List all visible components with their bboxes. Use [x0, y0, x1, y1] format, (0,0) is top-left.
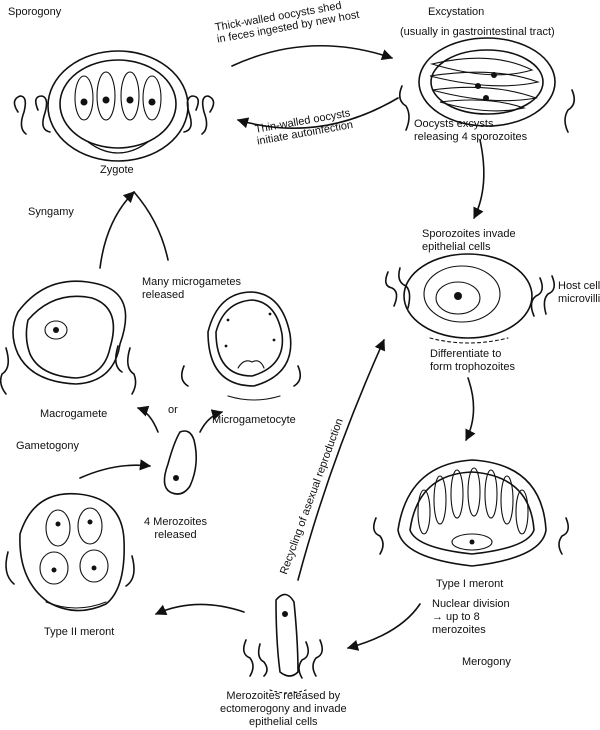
arrow-to-microgametocyte — [199, 409, 224, 433]
nuclear-division-label: Nuclear division → up to 8 merozoites — [432, 598, 510, 637]
merozoites-released-line3: epithelial cells — [249, 716, 318, 728]
excyst-line2: releasing 4 sporozoites — [414, 131, 528, 143]
arrow-type-i-to-merozoites — [346, 603, 421, 651]
stage-merogony: Merogony — [462, 656, 511, 668]
arrow-trophozoite-to-type-i — [465, 377, 476, 442]
host-cell-label: Host cell microvilli — [558, 280, 600, 306]
nuclear-division-line2: → up to 8 — [432, 611, 480, 623]
merozoites-released-line2: ectomerogony and invade — [220, 703, 347, 715]
type-ii-meront-illustration — [5, 492, 135, 612]
arrow-recycling — [297, 338, 385, 581]
microgametocyte-illustration — [180, 291, 302, 401]
or-label: or — [168, 404, 178, 416]
arrow-syngamy-to-zygote — [99, 191, 135, 269]
microgametes-label: Many microgametes released — [142, 276, 241, 302]
merozoite-illustration — [163, 430, 198, 495]
nuclear-division-line1: Nuclear division — [432, 598, 510, 610]
arrow-thin-walled-autoinfection — [236, 97, 399, 130]
sporozoites-invade-label: Sporozoites invade epithelial cells — [422, 228, 516, 254]
stage-sporogony: Sporogony — [8, 6, 62, 18]
differentiate-line2: form trophozoites — [430, 361, 515, 373]
excysting-oocyst-illustration — [398, 37, 576, 133]
type-i-meront-label: Type I meront — [436, 578, 504, 590]
arrow-excystation-to-sporozoite — [473, 139, 485, 220]
host-cell-line1: Host cell — [558, 280, 600, 292]
sporozoites-invade-line2: epithelial cells — [422, 241, 491, 253]
arrow-merozoites-to-type-ii — [154, 603, 245, 615]
arrow-gametogony-to-merozoite — [79, 459, 152, 479]
excyst-label: Oocysts excysts releasing 4 sporozoites — [414, 118, 527, 144]
nuclear-division-line3: merozoites — [432, 624, 486, 636]
excystation-note: (usually in gastrointestinal tract) — [400, 26, 555, 38]
arrow-syngamy-right-branch — [133, 191, 169, 261]
microgametocyte-label: Microgametocyte — [212, 414, 296, 426]
stage-gametogony: Gametogony — [16, 440, 79, 452]
sporozoites-invade-line1: Sporozoites invade — [422, 228, 516, 240]
merozoites4-label: 4 Merozoites released — [144, 516, 207, 542]
merozoites-released-label: Merozoites released by ectomerogony and … — [220, 690, 347, 729]
differentiate-label: Differentiate to form trophozoites — [430, 348, 515, 374]
macrogamete-label: Macrogamete — [40, 408, 108, 420]
macrogamete-illustration — [0, 280, 137, 395]
excyst-line1: Oocysts excysts — [414, 118, 494, 130]
microgametes-line1: Many microgametes — [142, 276, 242, 288]
merozoites4-line2: released — [154, 529, 197, 541]
differentiate-line1: Differentiate to — [430, 348, 502, 360]
arrow-thick-walled-to-excystation — [231, 44, 394, 67]
merozoites-released-line1: Merozoites released by — [226, 690, 341, 702]
type-ii-meront-label: Type II meront — [44, 626, 115, 638]
zygote-oocyst-illustration — [13, 50, 215, 162]
merozoite-invading-illustration — [242, 593, 324, 694]
sporozoite-in-host-cell-illustration — [384, 253, 556, 344]
arrow-to-macrogamete — [136, 405, 159, 433]
type-i-meront-illustration — [372, 459, 570, 567]
host-cell-line2: microvilli — [558, 293, 600, 305]
microgametes-line2: released — [142, 289, 185, 301]
zygote-label: Zygote — [100, 164, 134, 176]
stage-excystation: Excystation — [428, 6, 485, 18]
merozoites4-line1: 4 Merozoites — [144, 516, 207, 528]
stage-syngamy: Syngamy — [28, 206, 74, 218]
